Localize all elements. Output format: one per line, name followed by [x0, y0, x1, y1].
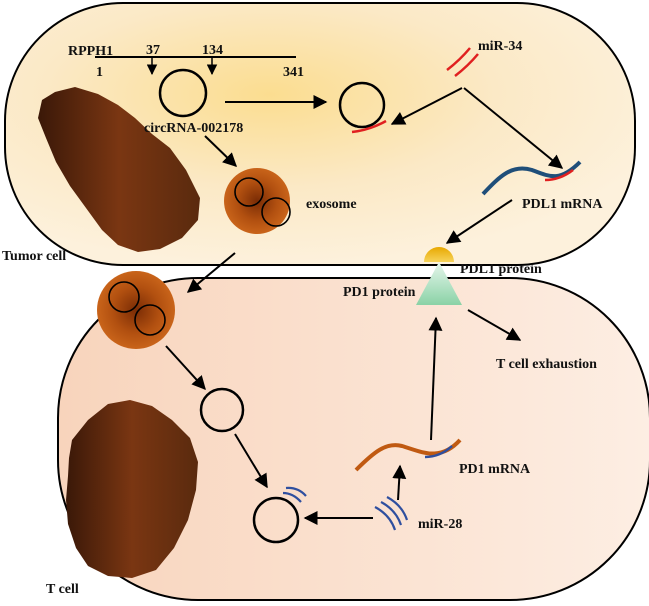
mir28-bound-1 [282, 491, 302, 503]
t-cell-nucleus [66, 400, 198, 578]
arrow-tcell-circ-to-sponge [234, 433, 268, 489]
arrow-exosome-out [186, 252, 236, 293]
arrow-mir34-to-pdl1-mrna [463, 87, 564, 169]
exosome-transfer [97, 271, 175, 349]
arrow-to-exhaustion [467, 309, 522, 341]
tcell-sponge-circle [252, 496, 300, 544]
pdl1-mrna-label: PDL1 mRNA [522, 197, 603, 212]
mir28-label: miR-28 [418, 517, 462, 532]
gene-pos-a: 37 [146, 43, 160, 58]
pd1-mrna-label: PD1 mRNA [459, 462, 531, 477]
mir28-on-pd1 [424, 445, 453, 459]
circrna-sponge-circle [338, 81, 386, 129]
pd1-protein-shape [416, 262, 462, 305]
gene-start: 1 [96, 65, 103, 80]
arrow-exosome-to-tcell [165, 345, 206, 391]
pd1-protein-label: PD1 protein [343, 285, 416, 300]
pdl1-mrna [481, 160, 582, 196]
exosome-transfer-circ-1 [108, 281, 140, 313]
exhaustion-label: T cell exhaustion [496, 357, 597, 372]
mir28-bound-2 [285, 486, 307, 497]
gene-end: 341 [283, 65, 304, 80]
arrow-pdl1-mrna-to-protein [445, 199, 513, 244]
mir34-bound [351, 119, 387, 134]
exosome-transfer-circ-2 [134, 304, 166, 336]
mir34-label: miR-34 [478, 39, 522, 54]
t-cell [57, 277, 649, 601]
exosome-label: exosome [306, 197, 357, 212]
t-cell-label: T cell [46, 582, 79, 597]
tumor-cell-label: Tumor cell [2, 249, 66, 264]
gene-name: RPPH1 [68, 44, 113, 59]
mir34-strand-2 [454, 53, 479, 77]
gene-pos-b: 134 [202, 43, 223, 58]
mir28-strand-1 [374, 506, 397, 531]
mir28-strand-3 [386, 496, 409, 521]
arrow-mir28-to-pd1-mrna [392, 464, 407, 501]
exosome-tumor [224, 168, 290, 234]
exosome-tumor-circ-1 [234, 177, 264, 207]
arrow-pd1-mrna-to-protein [428, 316, 443, 441]
exosome-tumor-circ-2 [261, 197, 291, 227]
circrna-circle [158, 68, 208, 118]
mir28-strand-2 [380, 501, 403, 526]
arrow-mir34-to-sponge [390, 87, 463, 125]
mir34-on-pdl1 [544, 169, 574, 182]
mir34-strand-1 [446, 47, 471, 71]
tumor-nucleus [38, 87, 200, 252]
tcell-circrna [199, 387, 245, 433]
pdl1-protein-shape [424, 247, 454, 262]
pdl1-protein-label: PDL1 protein [460, 262, 542, 277]
arrow-circ-to-exosome [204, 135, 238, 167]
circrna-label: circRNA-002178 [144, 121, 243, 136]
